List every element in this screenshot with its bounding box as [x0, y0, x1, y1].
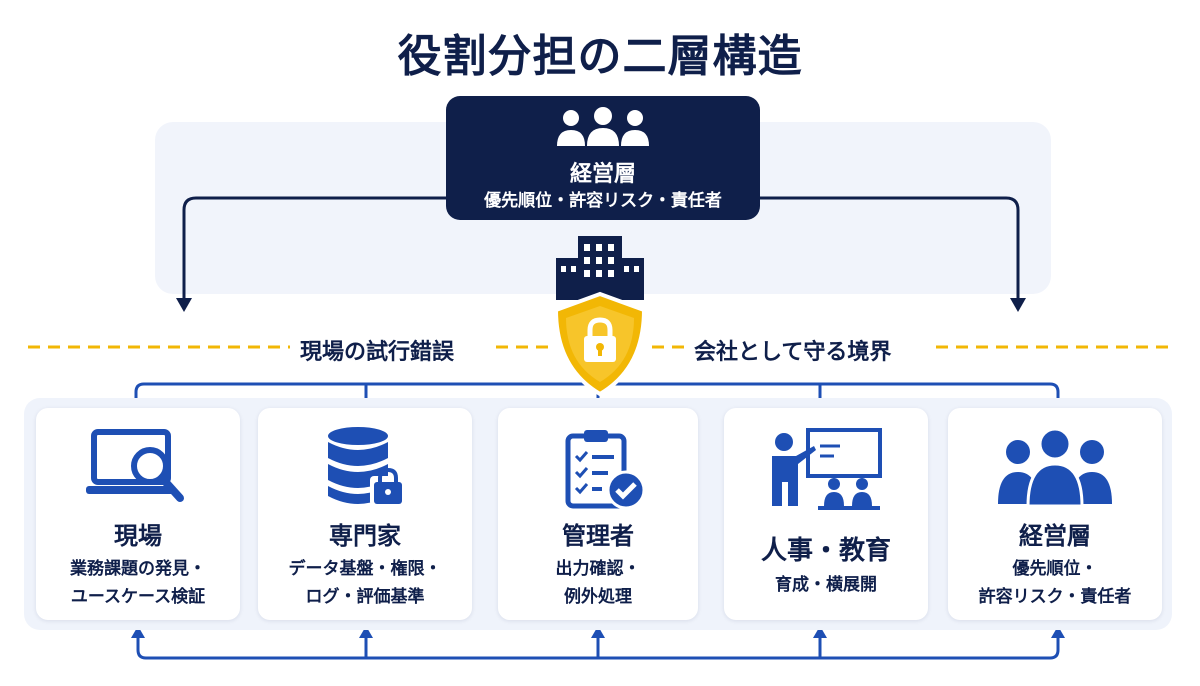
role-card-executive: 経営層 優先順位・ 許容リスク・責任者	[948, 408, 1162, 620]
role-name: 現場	[114, 522, 162, 550]
clipboard-check-icon	[565, 430, 646, 510]
role-card-field: 現場 業務課題の発見・ ユースケース検証	[36, 408, 240, 620]
role-description-line1: 出力確認・	[555, 559, 641, 579]
role-description-line2: ログ・評価基準	[305, 587, 425, 607]
role-description-line2: ユースケース検証	[70, 587, 206, 607]
role-card-manager: 管理者 出力確認・ 例外処理	[498, 408, 698, 620]
role-name: 人事・教育	[760, 536, 891, 566]
page-title: 役割分担の二層構造	[397, 31, 803, 82]
exec-left-arrow	[182, 196, 446, 300]
role-name: 経営層	[1019, 522, 1091, 550]
teacher-board-icon	[772, 428, 882, 510]
divider-left-label: 現場の試行錯誤	[300, 340, 455, 365]
divider-right-label: 会社として守る境界	[694, 340, 892, 365]
role-name: 管理者	[562, 522, 634, 550]
role-name: 専門家	[329, 522, 401, 550]
executive-description: 優先順位・許容リスク・責任者	[484, 191, 722, 211]
role-description-line1: 業務課題の発見・	[70, 559, 206, 579]
role-card-expert: 専門家 データ基盤・権限・ ログ・評価基準	[258, 408, 472, 620]
role-card-hr-education: 人事・教育 育成・横展開	[724, 408, 928, 620]
role-description-line2: 例外処理	[564, 587, 632, 607]
building-shield-lock-icon	[553, 236, 647, 397]
laptop-search-icon	[86, 429, 184, 502]
role-description-line1: 優先順位・	[1012, 559, 1098, 579]
role-description-line2: 許容リスク・責任者	[978, 587, 1132, 607]
role-description-line1: データ基盤・権限・	[288, 559, 442, 579]
executive-title: 経営層	[569, 162, 636, 187]
executive-layer-box: 経営層 優先順位・許容リスク・責任者	[446, 96, 760, 220]
people-group-icon	[557, 107, 649, 146]
exec-right-arrow	[760, 196, 1020, 300]
role-description-line1: 育成・横展開	[775, 575, 877, 595]
database-lock-icon	[328, 427, 406, 506]
people-group-icon	[998, 427, 1112, 508]
